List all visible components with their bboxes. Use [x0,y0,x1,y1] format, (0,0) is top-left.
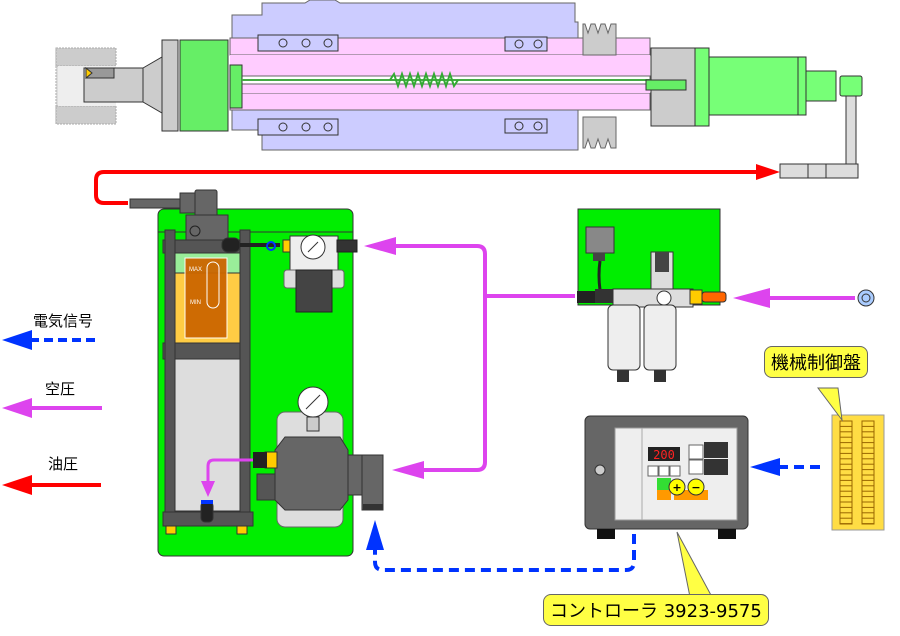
spring-icon [389,70,459,90]
pneumatic-internal-arrow [201,481,215,497]
regulator-outlet-fitting [336,239,358,253]
pulley-bottom [582,116,617,149]
electric-line-controller [373,534,636,572]
booster-mid-plate [162,342,251,360]
cutting-insert-icon [85,66,93,80]
frl-solenoid [585,226,615,254]
filter-bowl [607,304,641,371]
controller-display-value: 200 [653,448,675,462]
controller-callout: コントローラ 3923-9575 [543,594,769,626]
electric-arrow-panel [750,458,780,476]
pneumatic-arrow-valve [392,461,424,479]
legend-label-pneumatic: 空圧 [45,380,76,398]
workpiece-bottom [55,105,117,125]
controller-key-3[interactable] [669,465,681,477]
booster-unit: MAX MIN [129,189,384,557]
controller-indicator-2 [704,459,728,475]
machine-control-panel [831,414,885,531]
tie-rod-left [164,229,176,513]
controller-button-2[interactable] [688,459,704,475]
controller-unit: 200 + − [584,415,749,539]
controller-button-1[interactable] [688,444,704,460]
cylinder-port [805,70,837,102]
flange [161,39,179,132]
level-gauge [206,261,220,309]
controller-key-2[interactable] [658,465,670,477]
electric-arrow-valve [366,520,384,550]
cylinder-flange [694,47,710,127]
pneumatic-distribution-line [372,244,575,472]
gauge-min-label: MIN [190,300,201,306]
minus-label: − [691,481,700,494]
tie-rod-right [239,229,251,513]
mist-separator-bowl [643,304,677,371]
controller-plus-button[interactable] [668,478,686,496]
bearings-front [257,34,339,136]
terminal-rows [839,420,875,525]
legend-pneumatic-arrow [2,398,32,418]
shaft-lower [229,92,651,111]
cylinder-cap [797,56,807,116]
legend-hydraulic-arrow [2,475,32,495]
spindle-nose-green [179,39,229,132]
pulley-top [582,23,617,56]
frl-unit [577,208,727,382]
air-supply-port-icon [857,289,875,307]
hydraulic-arrow-head [756,164,780,180]
controller-callout-pointer [676,531,713,598]
hydraulic-fitting [779,163,859,179]
air-inlet-fitting [200,501,214,523]
collet [229,64,243,109]
tool-cone [142,56,163,114]
shutoff-valve-handle [701,291,727,303]
controller-lock-icon [594,464,606,476]
regulator-knob [295,269,333,313]
gauge-max-label: MAX [189,267,202,273]
terminal-block [831,414,885,531]
controller-display [648,447,680,461]
plus-label: + [672,481,681,494]
pneumatic-supply-arrow [733,288,770,308]
machine-control-panel-callout: 機械制御盤 [764,346,868,378]
pneumatic-arrow-regulator [364,237,396,255]
legend-electric-arrow [2,330,32,350]
rotary-joint-shaft [645,79,687,91]
hydraulic-outlet-fitting [129,198,181,209]
legend-label-electric: 電気信号 [33,312,94,330]
spindle-assembly [55,0,863,179]
solenoid-valve [274,436,349,511]
pneumatic-internal-line [206,458,253,485]
panel-callout-pointer [817,387,843,422]
hydraulic-pipe-vertical [845,95,857,171]
legend-label-hydraulic: 油圧 [48,455,79,473]
oil-level [184,257,228,339]
controller-indicator-1 [704,442,728,458]
controller-key-1[interactable] [647,465,659,477]
hydraulic-line [94,170,770,205]
hydraulic-cylinder [708,56,807,116]
elbow-fitting [839,75,863,97]
legend [2,330,102,495]
frl-manifold [612,288,694,308]
shaft-body [230,55,650,93]
controller-minus-button[interactable] [687,478,705,496]
workpiece-top [55,47,117,67]
bearings-rear [504,36,548,134]
